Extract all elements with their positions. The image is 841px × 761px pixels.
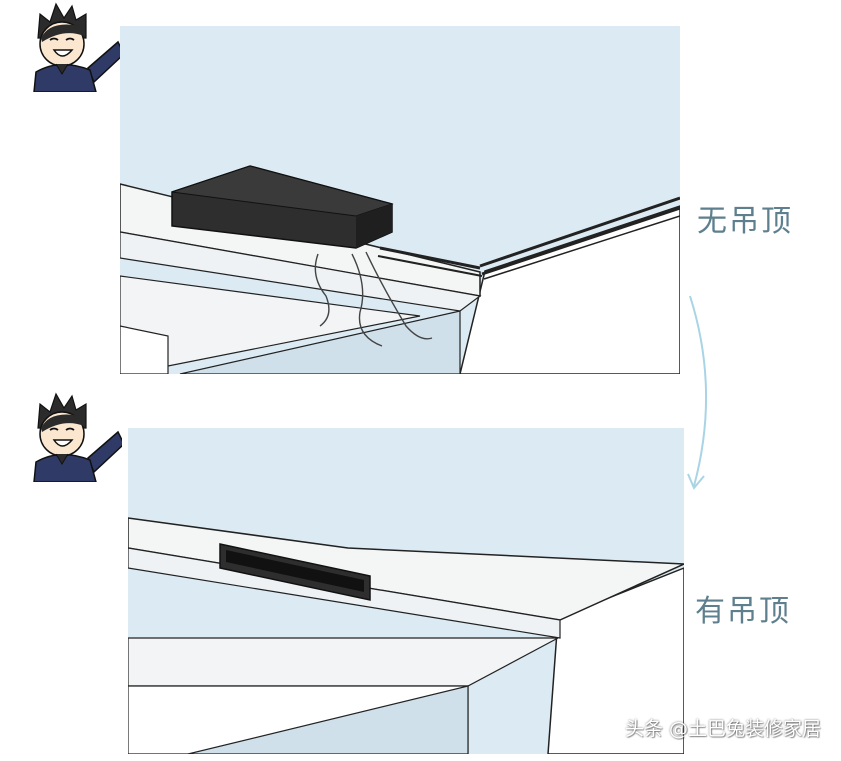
caption-no-suspended-ceiling: 无吊顶 <box>697 204 793 239</box>
caption-suspended-ceiling: 有吊顶 <box>695 594 791 629</box>
curved-down-arrow-icon <box>684 290 724 500</box>
no-suspended-ceiling-illustration <box>120 26 680 374</box>
suspended-ceiling-illustration <box>128 428 684 754</box>
watermark: 头条 @土巴兔装修家居 <box>624 718 821 740</box>
cartoon-man-waving-icon <box>30 392 122 482</box>
cartoon-man-waving-icon <box>30 2 122 92</box>
